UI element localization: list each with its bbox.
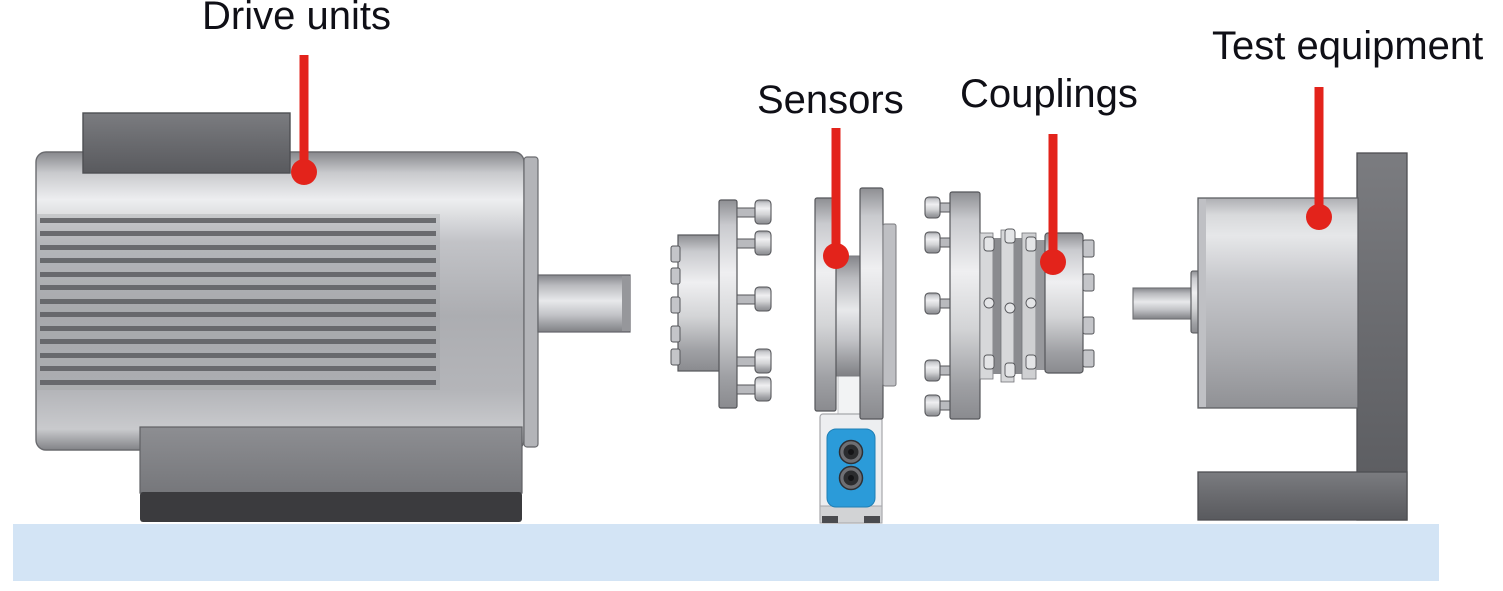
sensor-connector-bottom (838, 465, 864, 491)
flange-plate (718, 199, 738, 409)
motor-cooling-fins (40, 218, 436, 385)
test-equipment-cylinder (1197, 197, 1359, 409)
pointer-test-equipment (1306, 87, 1332, 230)
pointer-dot (291, 159, 317, 185)
motor-shaft (537, 274, 631, 333)
sensor-foot-pad-left (822, 516, 838, 523)
test-equipment-bracket-foot (1197, 471, 1408, 521)
motor-end-cap (523, 156, 539, 448)
pointer-dot (1040, 249, 1066, 275)
drive-unit-illustration (35, 112, 631, 522)
flange-left-bolts (670, 245, 681, 366)
coupling-illustration (924, 191, 1095, 420)
sensor-foot-pad-right (864, 516, 880, 523)
motor-shaft-end (622, 276, 630, 331)
sensor-disc-right (859, 187, 884, 420)
pointer-drive-units (291, 55, 317, 185)
shaft-flange-illustration (670, 199, 772, 409)
motor-junction-box (82, 112, 291, 174)
test-equipment-shaft (1132, 287, 1194, 320)
flange-hub (677, 234, 723, 372)
sensor-hub (835, 255, 863, 377)
test-equipment-illustration (1132, 152, 1408, 521)
base-platform (13, 524, 1439, 581)
pointer-sensors (823, 128, 849, 269)
test-equipment-front-rim (1199, 199, 1206, 407)
motor-foot (139, 426, 523, 494)
label-sensors: Sensors (757, 78, 904, 122)
pointer-dot (823, 243, 849, 269)
test-equipment-bracket-upright (1356, 152, 1408, 521)
coupling-right-bolts (1082, 239, 1095, 368)
label-test-equipment: Test equipment (1212, 24, 1484, 68)
coupling-lamella-pack (979, 228, 1045, 383)
pointer-dot (1306, 204, 1332, 230)
label-couplings: Couplings (960, 72, 1138, 116)
coupling-left-bolts (924, 196, 952, 417)
sensor-disc-step-ring (882, 223, 897, 387)
sensor-illustration (814, 187, 897, 524)
coupling-flange-plate (949, 191, 981, 420)
pointer-couplings (1040, 134, 1066, 275)
sensor-connector-top (838, 439, 864, 465)
flange-right-bolts (736, 199, 772, 402)
motor-foot-pad (140, 492, 522, 522)
label-drive-units: Drive units (202, 0, 391, 38)
